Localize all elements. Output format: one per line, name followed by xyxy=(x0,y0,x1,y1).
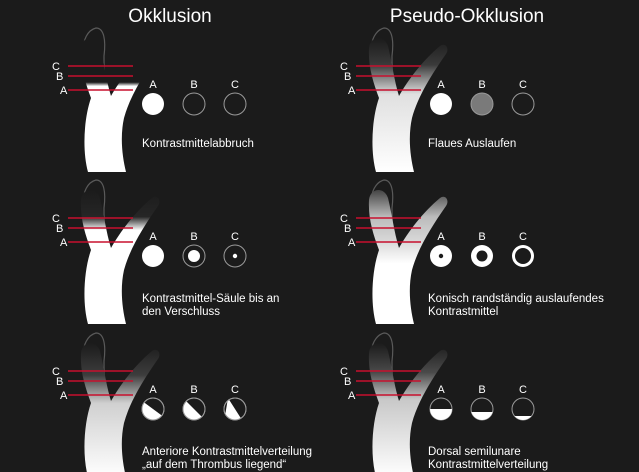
cross-section-c xyxy=(512,93,534,115)
cross-section-label-a: A xyxy=(149,384,157,396)
cross-section-c-fill xyxy=(511,416,535,429)
level-label-a: A xyxy=(348,390,356,402)
level-label-b: B xyxy=(344,71,351,83)
level-label-b: B xyxy=(344,376,351,388)
cross-section-a xyxy=(430,93,452,115)
cross-section-b xyxy=(183,93,205,115)
cross-section-a xyxy=(142,93,164,115)
cross-section-a-lumen xyxy=(439,254,443,258)
level-label-a: A xyxy=(60,390,68,402)
cross-section-label-b: B xyxy=(478,231,485,243)
level-label-a: A xyxy=(60,237,68,249)
cross-section-label-c: C xyxy=(519,231,527,243)
caption-okklusion-2: Kontrastmittel-Säule bis an den Verschlu… xyxy=(142,293,279,319)
cross-section-label-c: C xyxy=(231,384,239,396)
caption-pseudo-3: Dorsal semilunare Kontrastmittelverteilu… xyxy=(428,446,548,472)
level-label-b: B xyxy=(56,376,63,388)
cross-section-b-fill xyxy=(470,412,494,425)
level-label-b: B xyxy=(56,223,63,235)
cross-section-label-a: A xyxy=(437,231,445,243)
cross-section-label-b: B xyxy=(190,79,197,91)
caption-okklusion-3: Anteriore Kontrastmittelverteilung „auf … xyxy=(142,446,312,472)
cross-section-label-a: A xyxy=(149,79,157,91)
cross-section-c-fill xyxy=(224,398,248,422)
cross-section-b-lumen xyxy=(477,251,488,262)
cross-section-c-fill xyxy=(233,254,237,258)
level-label-a: A xyxy=(348,85,356,97)
level-label-a: A xyxy=(60,85,68,97)
cross-section-label-a: A xyxy=(149,231,157,243)
level-label-b: B xyxy=(56,71,63,83)
cross-section-label-c: C xyxy=(231,231,239,243)
cross-section-c-lumen xyxy=(515,248,531,264)
cross-section-label-b: B xyxy=(190,231,197,243)
cross-section-c xyxy=(224,93,246,115)
cross-section-label-a: A xyxy=(437,79,445,91)
cross-section-b-fill xyxy=(183,398,207,422)
cross-section-label-c: C xyxy=(519,79,527,91)
cross-section-label-c: C xyxy=(231,79,239,91)
cross-section-label-a: A xyxy=(437,384,445,396)
level-label-a: A xyxy=(348,237,356,249)
cross-section-label-b: B xyxy=(190,384,197,396)
cross-section-label-c: C xyxy=(519,384,527,396)
cross-section-b-fill xyxy=(188,250,200,262)
caption-pseudo-1: Flaues Auslaufen xyxy=(428,138,516,151)
cross-section-label-b: B xyxy=(478,79,485,91)
level-label-b: B xyxy=(344,223,351,235)
caption-pseudo-2: Konisch randständig auslaufendes Kontras… xyxy=(428,293,604,319)
cross-section-b xyxy=(471,93,493,115)
caption-okklusion-1: Kontrastmittelabbruch xyxy=(142,138,254,151)
cross-section-a xyxy=(142,245,164,267)
cross-section-label-b: B xyxy=(478,384,485,396)
